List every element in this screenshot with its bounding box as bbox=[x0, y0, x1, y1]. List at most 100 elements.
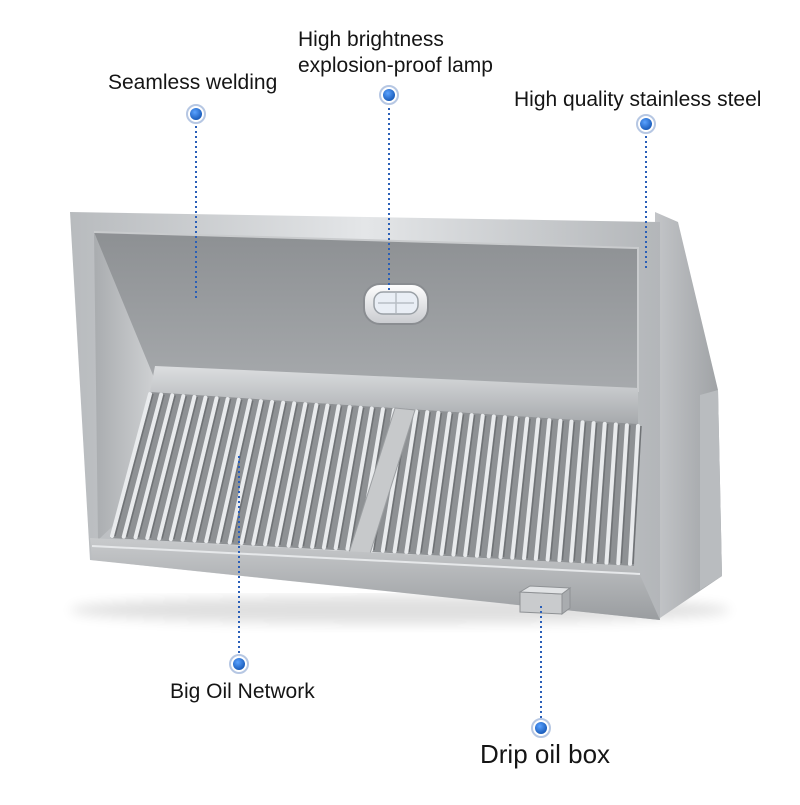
grille-slat bbox=[345, 406, 374, 551]
grille-slat-shadow bbox=[267, 403, 298, 545]
grille-slat-shadow bbox=[549, 420, 565, 560]
grille-slat-shadow bbox=[314, 406, 343, 547]
callout-lamp-line1: High brightness bbox=[298, 28, 444, 51]
grille-slat-shadow bbox=[255, 402, 287, 544]
grille-slat bbox=[416, 410, 441, 555]
grille-slat bbox=[474, 414, 496, 558]
grille-slat-shadow bbox=[573, 422, 587, 561]
grille-slat bbox=[133, 393, 175, 540]
grille-slat bbox=[121, 392, 164, 539]
grille-slat-shadow bbox=[326, 406, 354, 548]
grille-slat-shadow bbox=[137, 395, 176, 538]
callout-big-oil-network: Big Oil Network bbox=[170, 680, 315, 703]
grille-slat-shadow bbox=[443, 414, 465, 554]
grille-slat bbox=[569, 420, 585, 563]
grille-slat bbox=[239, 400, 274, 545]
leader-lines bbox=[195, 98, 647, 726]
callout-seamless-welding: Seamless welding bbox=[108, 71, 278, 94]
grille-slat bbox=[251, 400, 286, 546]
grille-slat-shadow bbox=[467, 415, 487, 556]
grille-slat bbox=[333, 405, 363, 551]
grille-slat bbox=[215, 398, 252, 544]
grille-slat-shadow bbox=[396, 411, 420, 552]
grille-slat-shadow bbox=[173, 397, 210, 540]
grille-slat-shadow bbox=[432, 413, 454, 554]
grille-slat bbox=[204, 397, 241, 544]
grille-slat-shadow bbox=[220, 400, 254, 542]
grille-slat-shadow bbox=[349, 408, 376, 549]
grille-slat bbox=[310, 404, 341, 549]
grille-slat-shadow bbox=[149, 395, 187, 539]
grille-slat-shadow bbox=[455, 414, 476, 555]
grille-slat-shadow bbox=[585, 423, 598, 562]
grille-slat bbox=[498, 416, 518, 559]
grille-slat bbox=[463, 413, 485, 558]
grille-slat bbox=[145, 394, 186, 540]
grille-slat bbox=[580, 421, 596, 564]
callout-explosion-proof-lamp: High brightness explosion-proof lamp bbox=[298, 27, 493, 79]
grille-slat bbox=[427, 411, 452, 556]
grille-slat-shadow bbox=[231, 401, 265, 543]
grille-slat-shadow bbox=[337, 407, 365, 549]
grille-slats bbox=[110, 392, 642, 566]
hood-crossbeam bbox=[150, 366, 638, 424]
grille-slat bbox=[486, 415, 507, 559]
grille-slat-shadow bbox=[632, 425, 642, 565]
grille-slat bbox=[227, 399, 263, 545]
grille-slat-shadow bbox=[526, 419, 542, 559]
grille-slat bbox=[263, 401, 297, 547]
grille-slat-shadow bbox=[161, 396, 199, 539]
grille-slat bbox=[557, 419, 574, 563]
grille-slat-shadow bbox=[302, 405, 332, 547]
grille-slat-shadow bbox=[114, 393, 154, 537]
grille-slat bbox=[110, 392, 152, 538]
grille-slat-shadow bbox=[208, 399, 243, 542]
grille-slat-shadow bbox=[420, 412, 443, 553]
grille-slat-shadow bbox=[538, 420, 554, 559]
grille-slat bbox=[533, 418, 552, 561]
grille-slat-shadow bbox=[290, 404, 321, 546]
grille-slat-shadow bbox=[514, 418, 531, 558]
grille-slat bbox=[321, 405, 352, 550]
callout-drip-oil-box: Drip oil box bbox=[480, 739, 611, 769]
grille-slat-shadow bbox=[502, 417, 520, 558]
grille-slat-shadow bbox=[126, 394, 165, 537]
grille-slat bbox=[451, 413, 474, 557]
grille-slat-shadow bbox=[620, 425, 631, 564]
grille-slat bbox=[286, 402, 319, 548]
grille-slat bbox=[392, 409, 419, 554]
grille-slat-shadow bbox=[479, 416, 498, 556]
callout-dots bbox=[186, 85, 656, 738]
grille-slat bbox=[439, 412, 463, 556]
grille-slat bbox=[628, 424, 640, 566]
grille-slat-shadow bbox=[596, 423, 609, 563]
grille-slat bbox=[404, 410, 430, 554]
grille-slat-shadow bbox=[243, 401, 276, 544]
grille-slat bbox=[180, 396, 219, 542]
grille-slat-shadow bbox=[279, 404, 310, 546]
grille-slat bbox=[298, 403, 330, 549]
callout-lamp-line2: explosion-proof lamp bbox=[298, 54, 493, 77]
grille-slat bbox=[192, 397, 230, 543]
grille-slat bbox=[604, 422, 618, 565]
grille-slat bbox=[274, 402, 308, 547]
grille-slat bbox=[510, 416, 530, 560]
grille-slat-shadow bbox=[490, 417, 509, 557]
hood-bottom-trough bbox=[90, 538, 660, 620]
grille-slat bbox=[522, 417, 541, 561]
grille-slat-shadow bbox=[184, 398, 221, 540]
callout-stainless-steel: High quality stainless steel bbox=[514, 88, 762, 111]
grille-slat-shadow bbox=[196, 398, 232, 541]
grille-slat bbox=[616, 423, 629, 566]
grille-slat bbox=[157, 394, 197, 541]
grille-slat bbox=[545, 418, 563, 562]
grille-slat bbox=[168, 395, 208, 542]
grille-slat bbox=[592, 421, 607, 565]
explosion-proof-lamp bbox=[363, 283, 429, 325]
grille-slat-shadow bbox=[408, 412, 432, 553]
grille-slat-shadow bbox=[608, 424, 620, 563]
drip-oil-box bbox=[518, 585, 572, 615]
grille-slat-shadow bbox=[561, 421, 576, 561]
